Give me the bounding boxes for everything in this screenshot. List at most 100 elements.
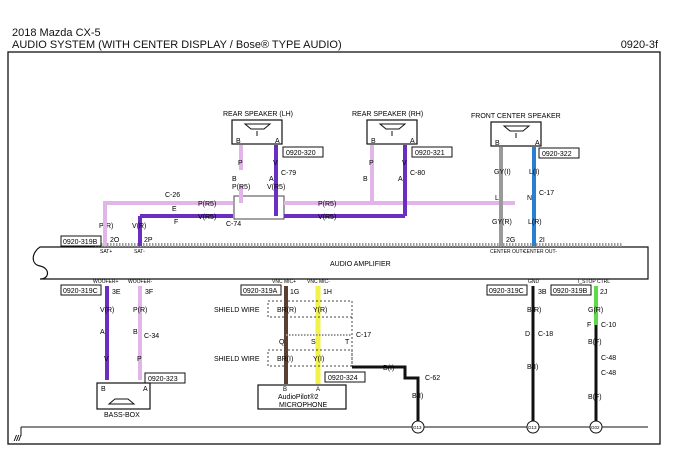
pin-2p: 2P (144, 237, 153, 244)
wire-label-b-f-upper: B(F) (588, 339, 602, 346)
svg-text:0920-321: 0920-321 (415, 150, 445, 157)
wire-label-woofer-p-r: P(R) (133, 307, 147, 314)
joint-c17-pin-n: N (527, 195, 532, 202)
pin-1g: 1G (290, 289, 299, 296)
svg-text:A: A (535, 140, 540, 147)
ground-g13-mic: G13 (411, 420, 425, 434)
joint-c80-pin-b: B (363, 176, 368, 183)
connector-0920-321: 0920-321 (411, 146, 453, 158)
svg-text:A: A (316, 387, 320, 393)
pin-name-center-out-plus: CENTER OUT+ (490, 249, 526, 255)
rear-rh-wire-label-v: V (402, 160, 407, 167)
connector-319b-top: 0920-319B (60, 235, 102, 247)
wire-label-y-i: Y(I) (313, 356, 324, 363)
connector-319b-istop: 0920-319B (550, 284, 592, 296)
bass-box-label: BASS-BOX (104, 412, 140, 419)
wire-label-br-r: BR(R) (277, 307, 296, 314)
joint-c26-pin-f: F (174, 219, 178, 226)
rear-lh-label: REAR SPEAKER (LH) (223, 111, 293, 118)
joint-c79-pin-b: B (232, 176, 237, 183)
connector-0920-323: 0920-323 (144, 372, 186, 384)
joint-c17-mic-label: C-17 (356, 332, 371, 339)
front-center-wire-label-gy-i: GY(I) (494, 169, 511, 176)
joint-c34-label: C-34 (144, 333, 159, 340)
wire-label-b-f-lower: B(F) (588, 394, 602, 401)
connector-319c-woofer: 0920-319C (60, 284, 102, 296)
amplifier-label: AUDIO AMPLIFIER (330, 261, 391, 268)
pin-name-center-out-minus: CENTER OUT- (523, 249, 557, 255)
wire-label-y-r: Y(R) (313, 307, 327, 314)
joint-c17-front-label: C-17 (539, 190, 554, 197)
joint-c26-pin-e: E (172, 206, 177, 213)
connector-0920-320: 0920-320 (282, 146, 324, 158)
joint-c48-label-1: C-48 (601, 355, 616, 362)
wire-label-p-r5-rh: P(R5) (318, 201, 336, 208)
joint-c10-pin-f: F (587, 322, 591, 329)
page-id: 0920-3f (620, 39, 658, 51)
pin-name-sat-plus: SAT+ (100, 249, 112, 255)
connector-0920-324: 0920-324 (324, 371, 366, 383)
svg-text:0920-319A: 0920-319A (243, 288, 278, 295)
pin-name-istop-ctrl: I_STOP CTRL (578, 279, 610, 285)
joint-c80-pin-a: A (398, 176, 403, 183)
shield-wire-label-upper: SHIELD WIRE (214, 307, 260, 314)
rear-lh-wire-label-p-r5: P(R5) (232, 184, 250, 191)
diagram-frame (7, 51, 661, 445)
svg-text:B: B (101, 386, 106, 393)
joint-c74-box (233, 195, 285, 220)
shield-wire-label-lower: SHIELD WIRE (214, 356, 260, 363)
joint-c17-pin-l: L (495, 195, 499, 202)
joint-c17-pin-s: S (311, 339, 316, 346)
joint-c18-pin-d: D (525, 331, 530, 338)
svg-text:MICROPHONE: MICROPHONE (279, 402, 328, 409)
amplifier-body (32, 246, 649, 280)
wire-p-r5-left (103, 201, 233, 230)
wire-b-i-mic-ground (352, 365, 420, 423)
rear-rh-speaker-box: B A (366, 119, 418, 145)
svg-text:B: B (371, 138, 376, 145)
wire-label-p-r5: P(R5) (198, 201, 216, 208)
connector-0920-322: 0920-322 (538, 147, 580, 159)
shield-wire-box-upper (267, 300, 353, 318)
vehicle-title: 2018 Mazda CX-5 (12, 27, 101, 39)
rear-lh-wire-label-p: P (238, 160, 243, 167)
joint-c18-label: C-18 (538, 331, 553, 338)
joint-c17-pin-q: Q (279, 339, 285, 346)
rear-lh-speaker-box: B A (231, 119, 283, 145)
svg-text:0920-324: 0920-324 (328, 375, 358, 382)
svg-text:0920-319C: 0920-319C (489, 288, 524, 295)
svg-text:0920-320: 0920-320 (286, 150, 316, 157)
pin-name-woofer-minus: WOOFER- (128, 279, 152, 285)
svg-text:B: B (283, 387, 287, 393)
wire-label-l-r: L(R) (528, 219, 542, 226)
joint-c79-pin-a: A (269, 176, 274, 183)
ground-g13-gnd: G13 (526, 420, 540, 434)
wire-label-br-i: BR(I) (277, 356, 293, 363)
svg-text:A: A (143, 386, 148, 393)
joint-c10-label: C-10 (601, 322, 616, 329)
pin-name-sat-minus: SAT- (134, 249, 145, 255)
pin-3e: 3E (112, 289, 121, 296)
rear-rh-wire-label-p: P (369, 160, 374, 167)
system-title: AUDIO SYSTEM (WITH CENTER DISPLAY / Bose… (12, 39, 342, 51)
wire-label-v-r: V(R) (132, 223, 146, 230)
bass-box-speaker: B A (96, 382, 151, 410)
svg-text:A: A (275, 138, 280, 145)
microphone-box: B A AudioPilot®2 MICROPHONE (257, 384, 347, 410)
wire-label-woofer-v-r: V(R) (100, 307, 114, 314)
ground-g02: G02 (589, 420, 603, 434)
wire-label-v-r5-rh: V(R5) (318, 214, 336, 221)
joint-c26-label: C-26 (165, 192, 180, 199)
connector-319c-gnd: 0920-319C (486, 284, 528, 296)
pin-3f: 3F (145, 289, 153, 296)
joint-c80-label: C-80 (410, 170, 425, 177)
rear-lh-wire-label-v: V (273, 160, 278, 167)
svg-text:A: A (410, 138, 415, 145)
pin-name-vnc-mic-minus: VNC MIC- (307, 279, 330, 285)
wire-label-bass-v: V (104, 356, 109, 363)
wire-label-b-i-gnd: B(I) (527, 364, 538, 371)
svg-text:B: B (236, 138, 241, 145)
wire-label-gy-r: GY(R) (492, 219, 512, 226)
wire-label-b-r: B(R) (527, 307, 541, 314)
